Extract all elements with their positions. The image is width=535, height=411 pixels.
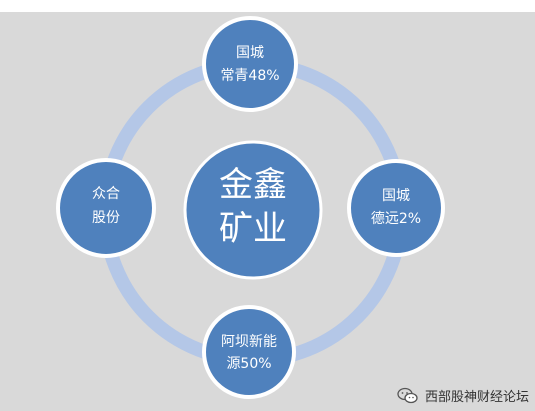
center-label-line2: 矿业: [219, 209, 287, 249]
node-left-label-line1: 众合: [92, 186, 120, 202]
node-right-label-line2: 德远2%: [371, 211, 421, 227]
node-bottom-label-line2: 源50%: [226, 356, 271, 372]
node-left: 众合 股份: [56, 158, 156, 258]
node-left-label-line2: 股份: [92, 210, 120, 226]
node-right-label-line1: 国城: [382, 188, 410, 204]
node-top-label-line2: 常青48%: [220, 68, 279, 84]
center-label-line1: 金鑫: [219, 165, 287, 205]
watermark: 西部股神财经论坛: [397, 386, 529, 405]
node-top-label-line1: 国城: [236, 45, 264, 61]
node-bottom: 阿坝新能 源50%: [202, 305, 296, 399]
watermark-text: 西部股神财经论坛: [424, 390, 529, 405]
center-node: 金鑫 矿业: [183, 140, 323, 280]
node-bottom-label-line1: 阿坝新能: [221, 334, 277, 350]
node-right: 国城 德远2%: [347, 159, 445, 257]
wechat-icon: [397, 387, 419, 405]
node-top: 国城 常青48%: [202, 16, 298, 112]
